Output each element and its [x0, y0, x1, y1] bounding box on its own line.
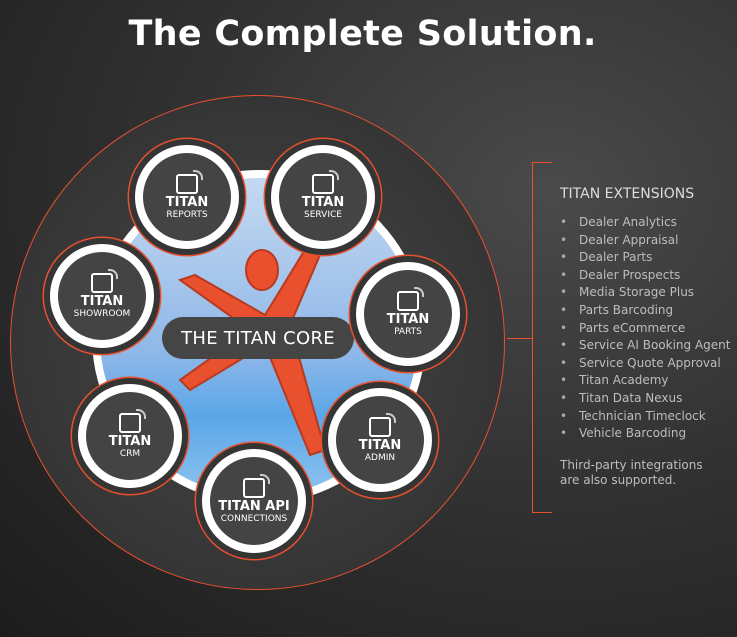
- bullet-icon: •: [560, 267, 568, 282]
- extension-label: Dealer Prospects: [579, 267, 681, 282]
- node-brand: TITAN: [358, 437, 402, 453]
- elephant-icon: [176, 169, 203, 194]
- extension-item: • Parts eCommerce: [560, 320, 730, 338]
- node-admin[interactable]: TITAN ADMIN: [328, 388, 432, 492]
- node-name: SERVICE: [304, 209, 342, 220]
- extension-label: Titan Academy: [579, 373, 669, 388]
- car-service-icon: [312, 169, 339, 194]
- node-name: REPORTS: [166, 209, 208, 220]
- node-brand: TITAN: [108, 433, 152, 449]
- node-brand: TITAN: [301, 194, 345, 210]
- extension-label: Dealer Parts: [579, 250, 653, 265]
- extension-label: Parts eCommerce: [579, 320, 686, 335]
- bullet-icon: •: [560, 320, 568, 335]
- node-name: PARTS: [394, 326, 422, 337]
- bullet-icon: •: [560, 302, 568, 317]
- extensions-panel: TITAN EXTENSIONS • Dealer Analytics • Deale…: [560, 186, 730, 488]
- node-name: ADMIN: [364, 452, 396, 463]
- extension-item: • Titan Academy: [560, 372, 730, 390]
- bullet-icon: •: [560, 390, 568, 405]
- people-icon: [119, 408, 146, 433]
- extensions-title: TITAN EXTENSIONS: [560, 186, 695, 202]
- bullet-icon: •: [560, 232, 568, 247]
- parts-icon: [397, 286, 424, 311]
- extension-item: • Dealer Analytics: [560, 214, 730, 232]
- extensions-note: Third-party integrations are also suppor…: [560, 457, 703, 487]
- extension-item: • Dealer Parts: [560, 249, 730, 267]
- node-brand: TITAN API: [218, 498, 290, 514]
- extension-item: • Titan Data Nexus: [560, 390, 730, 408]
- node-brand: TITAN: [80, 293, 124, 309]
- node-name: CONNECTIONS: [220, 513, 288, 524]
- node-name: CRM: [119, 448, 141, 459]
- node-brand: TITAN: [386, 311, 430, 327]
- titan-core-label: THE TITAN CORE: [162, 317, 354, 359]
- bullet-icon: •: [560, 355, 568, 370]
- bullet-icon: •: [560, 338, 568, 353]
- extensions-bracket-tick: [507, 338, 532, 339]
- extension-label: Parts Barcoding: [579, 302, 674, 317]
- node-connections[interactable]: TITAN API CONNECTIONS: [202, 449, 306, 553]
- bullet-icon: •: [560, 215, 568, 229]
- document-camera-icon: [369, 412, 396, 437]
- extension-item: • Media Storage Plus: [560, 284, 730, 302]
- extension-item: • Technician Timeclock: [560, 408, 730, 426]
- node-parts[interactable]: TITAN PARTS: [356, 262, 460, 366]
- car-showroom-icon: [91, 268, 118, 293]
- bullet-icon: •: [560, 408, 568, 423]
- extensions-list: • Dealer Analytics • Dealer Appraisal • Deale…: [560, 214, 730, 443]
- node-service[interactable]: TITAN SERVICE: [271, 145, 375, 249]
- extension-label: Service Quote Approval: [579, 355, 721, 370]
- node-showroom[interactable]: TITAN SHOWROOM: [50, 244, 154, 348]
- extension-item: • Dealer Appraisal: [560, 232, 730, 250]
- extensions-bracket: [532, 162, 552, 513]
- extension-label: Dealer Appraisal: [579, 232, 679, 247]
- extension-label: Media Storage Plus: [579, 285, 695, 300]
- extension-label: Vehicle Barcoding: [579, 426, 687, 441]
- node-crm[interactable]: TITAN CRM: [78, 384, 182, 488]
- bullet-icon: •: [560, 285, 568, 300]
- extension-label: Service AI Booking Agent: [579, 338, 731, 353]
- extension-item: • Service Quote Approval: [560, 355, 730, 373]
- node-reports[interactable]: TITAN REPORTS: [135, 145, 239, 249]
- extension-item: • Vehicle Barcoding: [560, 425, 730, 443]
- node-name: SHOWROOM: [73, 308, 131, 319]
- page-title: The Complete Solution.: [128, 14, 597, 54]
- extension-item: • Parts Barcoding: [560, 302, 730, 320]
- extension-item: • Dealer Prospects: [560, 267, 730, 285]
- bullet-icon: •: [560, 250, 568, 265]
- bullet-icon: •: [560, 373, 568, 388]
- extension-label: Dealer Analytics: [579, 215, 677, 229]
- extension-item: • Service AI Booking Agent: [560, 337, 730, 355]
- extension-label: Technician Timeclock: [579, 408, 706, 423]
- api-icon: [243, 473, 270, 498]
- bullet-icon: •: [560, 426, 568, 441]
- extension-label: Titan Data Nexus: [579, 390, 683, 405]
- node-brand: TITAN: [165, 194, 209, 210]
